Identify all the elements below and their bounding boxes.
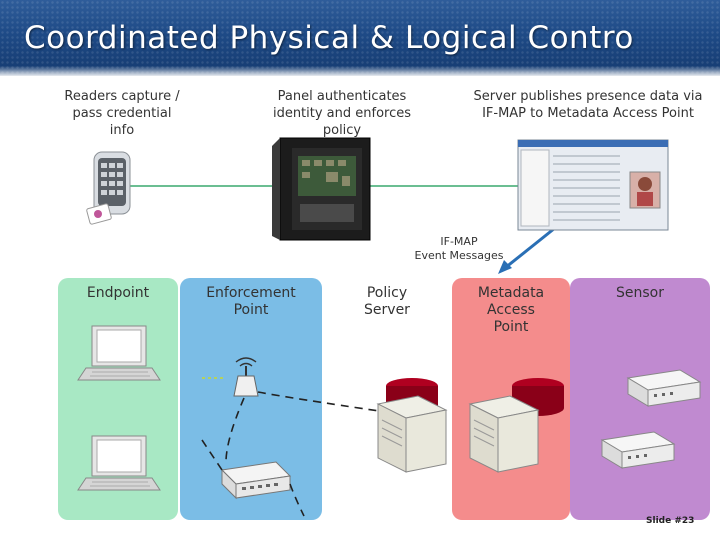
server-icon xyxy=(468,395,540,473)
caption-readers: Readers capture / pass credential info xyxy=(64,89,180,138)
ifmap-arrow xyxy=(498,222,561,274)
caption-panel: Panel authenticates identity and enforce… xyxy=(272,89,412,138)
card-reader-icon xyxy=(86,151,131,225)
column-label-metadata-access-point: Metadata Access Point xyxy=(477,285,545,335)
software-window-icon xyxy=(517,139,669,231)
access-panel-icon xyxy=(272,137,371,241)
wireless-access-point-icon xyxy=(233,357,259,397)
column-label-endpoint: Endpoint xyxy=(86,285,150,301)
network-switch-icon xyxy=(220,461,292,500)
database-icon xyxy=(512,378,564,416)
column-label-enforcement-point: Enforcement Point xyxy=(206,285,296,318)
slide-title: Coordinated Physical & Logical Contro xyxy=(24,20,634,56)
sensor-appliance-icon xyxy=(626,369,702,407)
server-icon xyxy=(376,395,448,473)
laptop-icon xyxy=(77,325,161,381)
caption-server: Server publishes presence data via IF-MA… xyxy=(473,89,703,121)
sensor-appliance-icon xyxy=(600,431,676,469)
column-label-sensor: Sensor xyxy=(616,285,664,301)
title-bar: Coordinated Physical & Logical Contro xyxy=(0,0,720,76)
slide-number: Slide #23 xyxy=(646,516,695,526)
laptop-icon xyxy=(77,435,161,491)
column-label-policy-server: Policy Server xyxy=(364,285,410,318)
caption-ifmap: IF-MAP Event Messages xyxy=(414,235,504,262)
network-dashed-lines xyxy=(201,391,387,517)
